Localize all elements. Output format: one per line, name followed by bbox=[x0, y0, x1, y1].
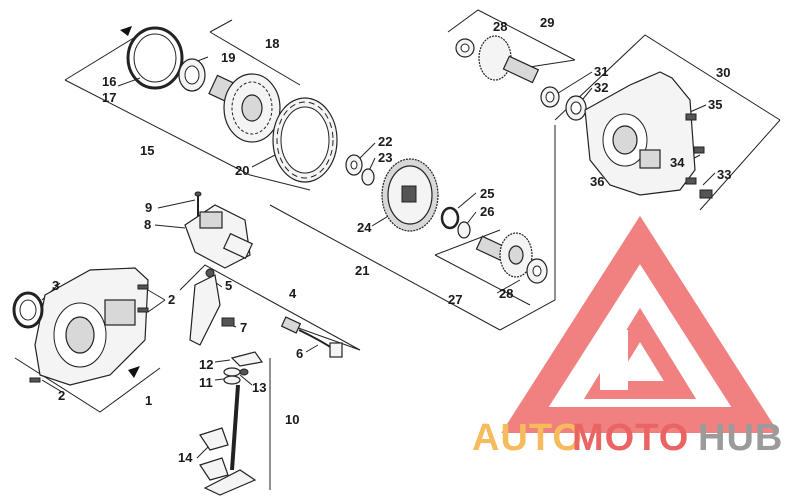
bolt-part-33 bbox=[699, 189, 713, 199]
label-part-16: 16 bbox=[102, 74, 116, 89]
washer-part-12 bbox=[230, 351, 264, 367]
case-cover-part-30 bbox=[584, 71, 696, 196]
label-part-25: 25 bbox=[480, 186, 494, 201]
washer-part-25 bbox=[440, 206, 460, 230]
label-part-35: 35 bbox=[708, 97, 722, 112]
shift-motor-part-8 bbox=[184, 204, 254, 269]
label-part-21: 21 bbox=[355, 263, 369, 278]
gear-case-part-1 bbox=[34, 267, 149, 386]
label-part-4: 4 bbox=[289, 286, 297, 301]
label-part-12: 12 bbox=[199, 357, 213, 372]
seal-part-31 bbox=[540, 86, 560, 108]
bolt-part-7 bbox=[221, 317, 235, 327]
arrow-icon bbox=[120, 26, 132, 36]
label-part-30: 30 bbox=[716, 65, 730, 80]
label-part-6: 6 bbox=[296, 346, 303, 361]
label-part-19: 19 bbox=[221, 50, 235, 65]
bearing-part-19 bbox=[178, 58, 206, 92]
label-part-2b: 2 bbox=[58, 388, 65, 403]
seal-part-3 bbox=[12, 291, 44, 329]
bolt-part-34 bbox=[685, 146, 705, 185]
label-part-17: 17 bbox=[102, 90, 116, 105]
automotohub-logo: AUTO MOTO HUB bbox=[472, 215, 783, 459]
bearing-part-28-lower bbox=[526, 258, 548, 284]
label-part-11: 11 bbox=[199, 375, 213, 390]
label-part-15: 15 bbox=[140, 143, 154, 158]
label-part-13: 13 bbox=[252, 380, 266, 395]
washer-part-26 bbox=[457, 221, 471, 239]
label-part-18: 18 bbox=[265, 36, 279, 51]
label-part-2a: 2 bbox=[168, 292, 175, 307]
clutch-basket-part-20 bbox=[272, 97, 338, 183]
sensor-part-6 bbox=[280, 316, 343, 358]
gear-shaft-part-27 bbox=[475, 232, 533, 278]
label-part-14: 14 bbox=[178, 450, 193, 465]
label-part-24: 24 bbox=[357, 220, 372, 235]
label-part-3: 3 bbox=[52, 278, 59, 293]
shift-shaft-part-10 bbox=[203, 384, 257, 496]
label-part-28-upper: 28 bbox=[493, 19, 507, 34]
dowel-pins-part-2 bbox=[29, 284, 149, 383]
label-part-10: 10 bbox=[285, 412, 299, 427]
logo-text-auto: AUTO bbox=[472, 417, 583, 459]
washer-part-11 bbox=[223, 367, 241, 385]
label-part-32: 32 bbox=[594, 80, 608, 95]
washer-part-23 bbox=[361, 168, 375, 186]
callout-labels: 1 2 2 3 4 5 6 7 8 9 10 11 12 13 14 15 16… bbox=[52, 15, 731, 465]
snap-ring-part-16 bbox=[120, 26, 184, 90]
label-part-7: 7 bbox=[240, 320, 247, 335]
label-part-9: 9 bbox=[145, 200, 152, 215]
label-part-5: 5 bbox=[225, 278, 232, 293]
label-part-27: 27 bbox=[448, 292, 462, 307]
arrow-icon bbox=[128, 366, 140, 378]
label-part-29: 29 bbox=[540, 15, 554, 30]
label-part-33: 33 bbox=[717, 167, 731, 182]
label-part-36: 36 bbox=[590, 174, 604, 189]
clip-part-13 bbox=[239, 368, 249, 376]
clutch-drum-part-18 bbox=[208, 73, 281, 143]
bracket-part-5 bbox=[189, 268, 221, 346]
bearing-part-28-upper bbox=[455, 38, 475, 58]
bearing-part-32 bbox=[565, 95, 587, 121]
washer-part-22 bbox=[345, 154, 363, 176]
label-part-34: 34 bbox=[670, 155, 685, 170]
label-part-28-lower: 28 bbox=[499, 286, 513, 301]
shift-fork-part-14 bbox=[199, 427, 229, 481]
label-part-26: 26 bbox=[480, 204, 494, 219]
label-part-23: 23 bbox=[378, 150, 392, 165]
logo-text-moto: MOTO bbox=[572, 417, 689, 459]
label-part-20: 20 bbox=[235, 163, 249, 178]
label-part-1: 1 bbox=[145, 393, 152, 408]
label-part-22: 22 bbox=[378, 134, 392, 149]
bolt-part-35 bbox=[685, 113, 697, 121]
logo-text-hub: HUB bbox=[698, 417, 783, 459]
label-part-31: 31 bbox=[594, 64, 608, 79]
screw-part-9 bbox=[194, 191, 202, 218]
gear-shaft-part-29 bbox=[478, 35, 540, 84]
gear-part-24 bbox=[381, 158, 439, 232]
label-part-8: 8 bbox=[144, 217, 151, 232]
